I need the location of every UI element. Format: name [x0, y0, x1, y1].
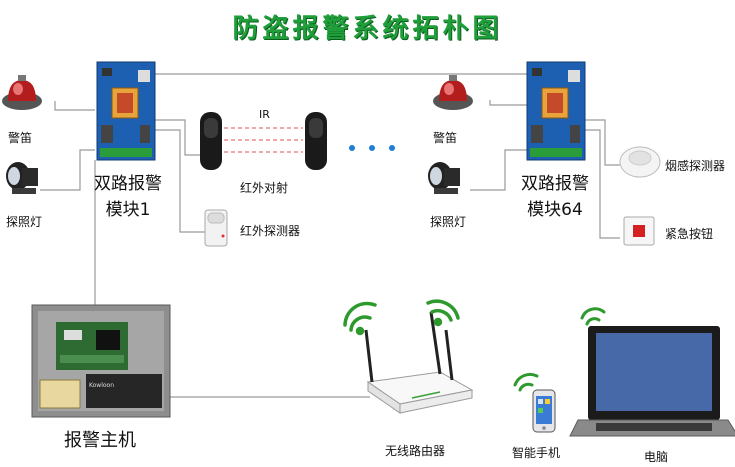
wire-siren-left: [54, 101, 95, 111]
module-right-label-line1: 双路报警: [521, 174, 589, 194]
emergency-button-label: 紧急按钮: [665, 227, 714, 241]
connection-wires: [40, 73, 620, 398]
wire-smoke: [585, 119, 620, 166]
alarm-host-icon: [31, 304, 171, 418]
laptop-label: 电脑: [644, 450, 669, 464]
wire-pir: [155, 129, 205, 233]
ir-beam-lines: [224, 127, 303, 153]
battery-brand-label: Kowloon: [89, 382, 115, 389]
emergency-button-icon: [623, 216, 655, 246]
siren-left-icon: [2, 75, 42, 110]
wire-searchlight-left: [40, 149, 95, 191]
wire-button: [585, 129, 620, 239]
smoke-detector-icon: [619, 146, 661, 178]
wireless-router-label: 无线路由器: [385, 444, 446, 458]
ir-beam-receiver-icon: [305, 112, 327, 170]
searchlight-right-icon: [428, 162, 460, 194]
ir-beam-transmitter-icon: [200, 112, 222, 170]
alarm-module-right-board: [526, 61, 586, 161]
page-title: 防盗报警系统拓朴图: [232, 14, 503, 44]
searchlight-left-label: 探照灯: [6, 215, 43, 229]
laptop-icon: [569, 326, 735, 437]
wire-searchlight-right: [470, 149, 527, 191]
wire-siren-right: [489, 100, 527, 106]
ir-beam-label: 红外对射: [240, 181, 289, 195]
smartphone-icon: [532, 389, 556, 433]
module-left-label-line1: 双路报警: [94, 174, 162, 194]
searchlight-right-label: 探照灯: [430, 215, 467, 229]
wifi-icon-phone: [513, 372, 539, 392]
wifi-icon-laptop: [580, 307, 606, 326]
pir-detector-label: 红外探测器: [240, 224, 301, 238]
wireless-router-icon: [364, 311, 474, 414]
ellipsis-dots: [349, 145, 395, 151]
siren-right-label: 警笛: [433, 131, 458, 145]
pir-detector-icon: [204, 209, 228, 247]
wire-ir-beam: [155, 119, 200, 156]
wifi-icon-router-left: [343, 301, 377, 336]
searchlight-left-icon: [6, 162, 38, 194]
module-right-label-line2: 模块64: [527, 200, 583, 220]
smoke-detector-label: 烟感探测器: [665, 159, 726, 173]
alarm-module-left-board: [96, 61, 156, 161]
alarm-host-label: 报警主机: [64, 430, 136, 451]
ir-tag-label: IR: [259, 108, 270, 121]
wifi-icon-router-right: [426, 299, 460, 327]
module-left-label-line2: 模块1: [105, 200, 151, 220]
smartphone-label: 智能手机: [512, 446, 561, 460]
siren-left-label: 警笛: [8, 131, 33, 145]
siren-right-icon: [433, 75, 473, 110]
